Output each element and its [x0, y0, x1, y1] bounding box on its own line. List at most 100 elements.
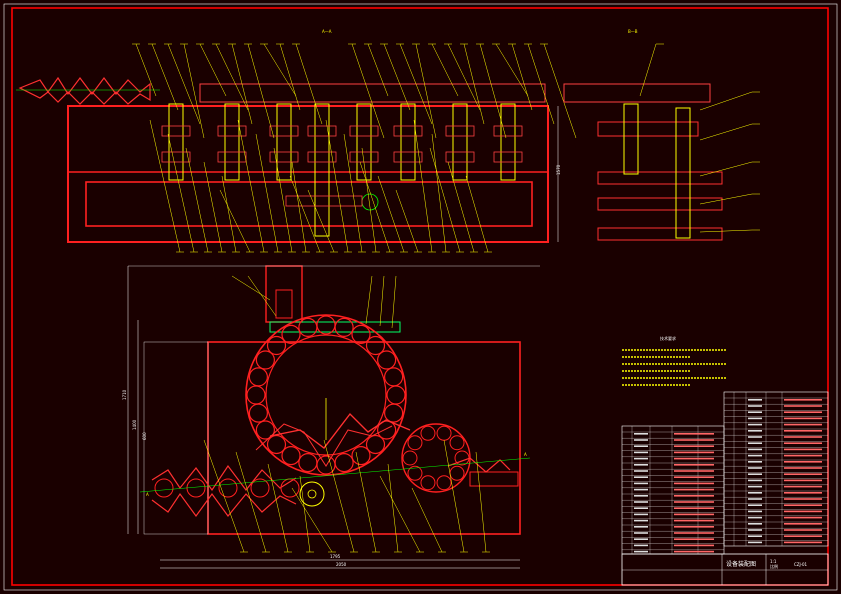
part-text-mark — [784, 436, 822, 438]
leader-line — [295, 43, 323, 125]
part-text-mark — [674, 513, 714, 516]
drawing-number: CZJ-01 — [794, 562, 808, 567]
ratio-label: 比例 — [770, 563, 778, 569]
leader-line — [479, 43, 507, 139]
gear — [393, 125, 423, 137]
front-centerline — [139, 457, 531, 493]
part-text-mark — [784, 498, 822, 500]
leader-line — [379, 275, 385, 327]
leader-line — [279, 43, 301, 111]
part-text-mark — [674, 538, 714, 540]
tech-lines — [622, 349, 726, 386]
star-pocket — [407, 465, 423, 481]
scale-text: 1:1 — [770, 559, 777, 564]
bottle-circle — [250, 478, 270, 498]
part-text-mark — [748, 523, 762, 525]
part-text-mark — [784, 423, 822, 426]
gear — [349, 125, 379, 137]
shaft — [224, 103, 240, 181]
leader-line — [307, 189, 335, 253]
star-pocket — [407, 435, 423, 451]
leader-line — [465, 175, 489, 253]
leader-line — [247, 43, 275, 139]
leader-line — [411, 487, 443, 553]
shaft — [356, 103, 372, 181]
leader-line — [351, 43, 385, 139]
part-text-mark — [784, 516, 822, 519]
part-text-mark — [634, 433, 648, 435]
main-turret-wheel — [245, 314, 407, 476]
star-pocket — [420, 425, 436, 441]
part-text-mark — [748, 510, 762, 513]
gear — [493, 151, 523, 163]
part-text-mark — [748, 504, 762, 506]
turret-pocket — [266, 434, 287, 455]
star-pocket — [449, 435, 465, 451]
part-text-mark — [634, 457, 648, 460]
leader-line — [699, 123, 753, 141]
part-text-mark — [634, 445, 648, 447]
leader-line — [167, 43, 201, 125]
gear — [269, 125, 299, 137]
dim-left-h1: 1710 — [122, 389, 127, 400]
part-text-mark — [634, 439, 648, 441]
part-text-mark — [634, 451, 648, 454]
part-text-mark — [748, 479, 762, 482]
part-text-mark — [748, 442, 762, 444]
gear — [393, 151, 423, 163]
leader-line — [291, 161, 307, 253]
turret-pocket — [255, 350, 275, 370]
leader-line — [379, 475, 421, 553]
turret-pocket — [377, 350, 397, 370]
turret-pocket — [281, 446, 301, 466]
side-shaft-1 — [623, 103, 639, 175]
part-text-mark — [674, 457, 714, 460]
gear — [161, 151, 191, 163]
part-text-mark — [674, 544, 714, 547]
outfeed-screw — [447, 457, 511, 473]
part-text-mark — [784, 523, 822, 525]
turret-pocket — [384, 367, 404, 387]
leader-line — [699, 91, 753, 111]
leaders-side — [639, 43, 760, 233]
leader-line — [185, 147, 209, 253]
part-text-mark — [748, 516, 762, 519]
leader-line — [237, 119, 265, 253]
leader-line — [291, 487, 333, 553]
arrow-a-left: A — [146, 492, 149, 497]
leader-line — [431, 133, 447, 253]
main-turret-inner — [265, 334, 387, 456]
part-text-mark — [748, 473, 762, 475]
part-text-mark — [674, 476, 714, 478]
leaders-front — [203, 275, 490, 553]
part-text-mark — [748, 436, 762, 438]
section-view-b-b: B—B — [563, 29, 760, 241]
part-text-mark — [784, 411, 822, 413]
leader-line — [431, 43, 459, 97]
part-text-mark — [748, 529, 762, 531]
leader-line — [267, 463, 289, 553]
part-text-mark — [784, 405, 822, 407]
gear — [307, 151, 337, 163]
leader-line — [263, 43, 297, 97]
leader-line — [323, 439, 355, 553]
bottle-circle — [218, 478, 238, 498]
part-text-mark — [784, 485, 822, 488]
gear — [217, 151, 247, 163]
part-text-mark — [674, 519, 714, 522]
leader-line — [203, 439, 245, 553]
part-text-mark — [674, 451, 714, 454]
part-text-mark — [674, 445, 714, 447]
leader-line — [527, 43, 555, 125]
title-text: 设备装配图 — [726, 560, 756, 568]
parts-grid — [622, 392, 828, 554]
leader-line — [495, 43, 529, 97]
section-view-a-a: A—A 1570 — [16, 29, 577, 253]
part-text-mark — [674, 526, 714, 528]
leader-line — [135, 43, 157, 97]
motor-flange — [275, 289, 293, 319]
lower-gear-bar — [285, 195, 363, 207]
leader-line — [367, 43, 389, 97]
part-text-mark — [748, 535, 762, 537]
part-text-mark — [634, 513, 648, 516]
